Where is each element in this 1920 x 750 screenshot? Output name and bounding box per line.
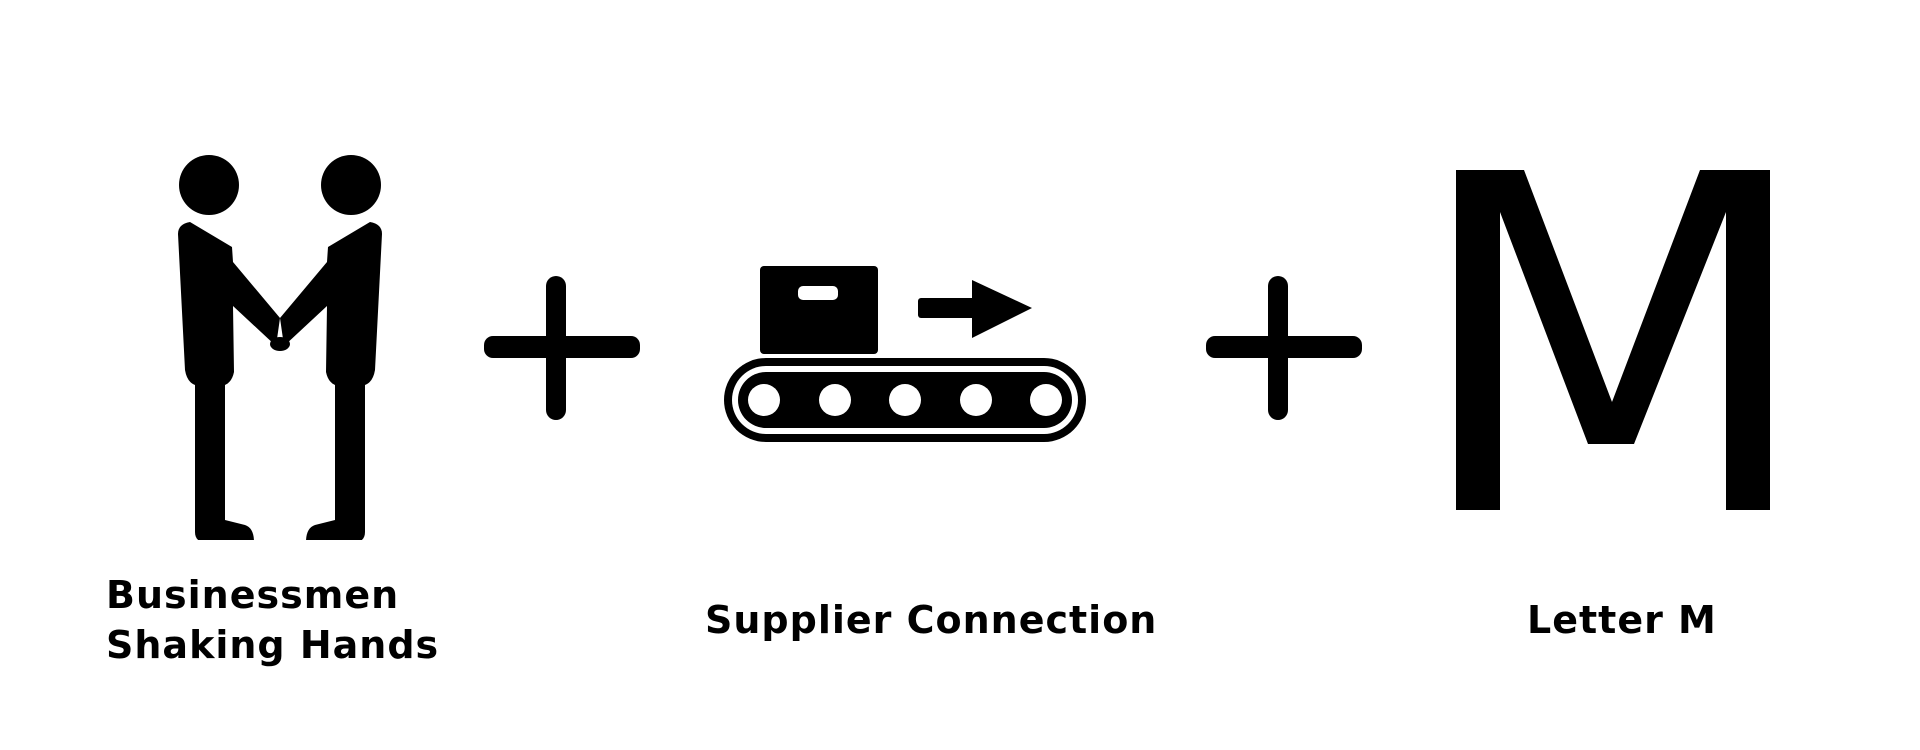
businessmen-handshake-icon xyxy=(172,150,402,542)
conveyor-belt-icon xyxy=(724,266,1086,442)
plus-icon xyxy=(1206,276,1362,420)
supplier-connection-label: Supplier Connection xyxy=(705,598,1158,642)
letter-m-label: Letter M xyxy=(1527,598,1717,642)
arrow-right-icon xyxy=(918,280,1032,338)
box-icon xyxy=(760,266,878,354)
belt-icon xyxy=(724,358,1086,442)
businessmen-label-line2: Shaking Hands xyxy=(106,623,440,667)
businessmen-label: Businessmen Shaking Hands xyxy=(106,570,439,670)
letter-m-glyph xyxy=(1456,170,1770,510)
plus-icon xyxy=(484,276,640,420)
businessmen-label-line1: Businessmen xyxy=(106,573,400,617)
